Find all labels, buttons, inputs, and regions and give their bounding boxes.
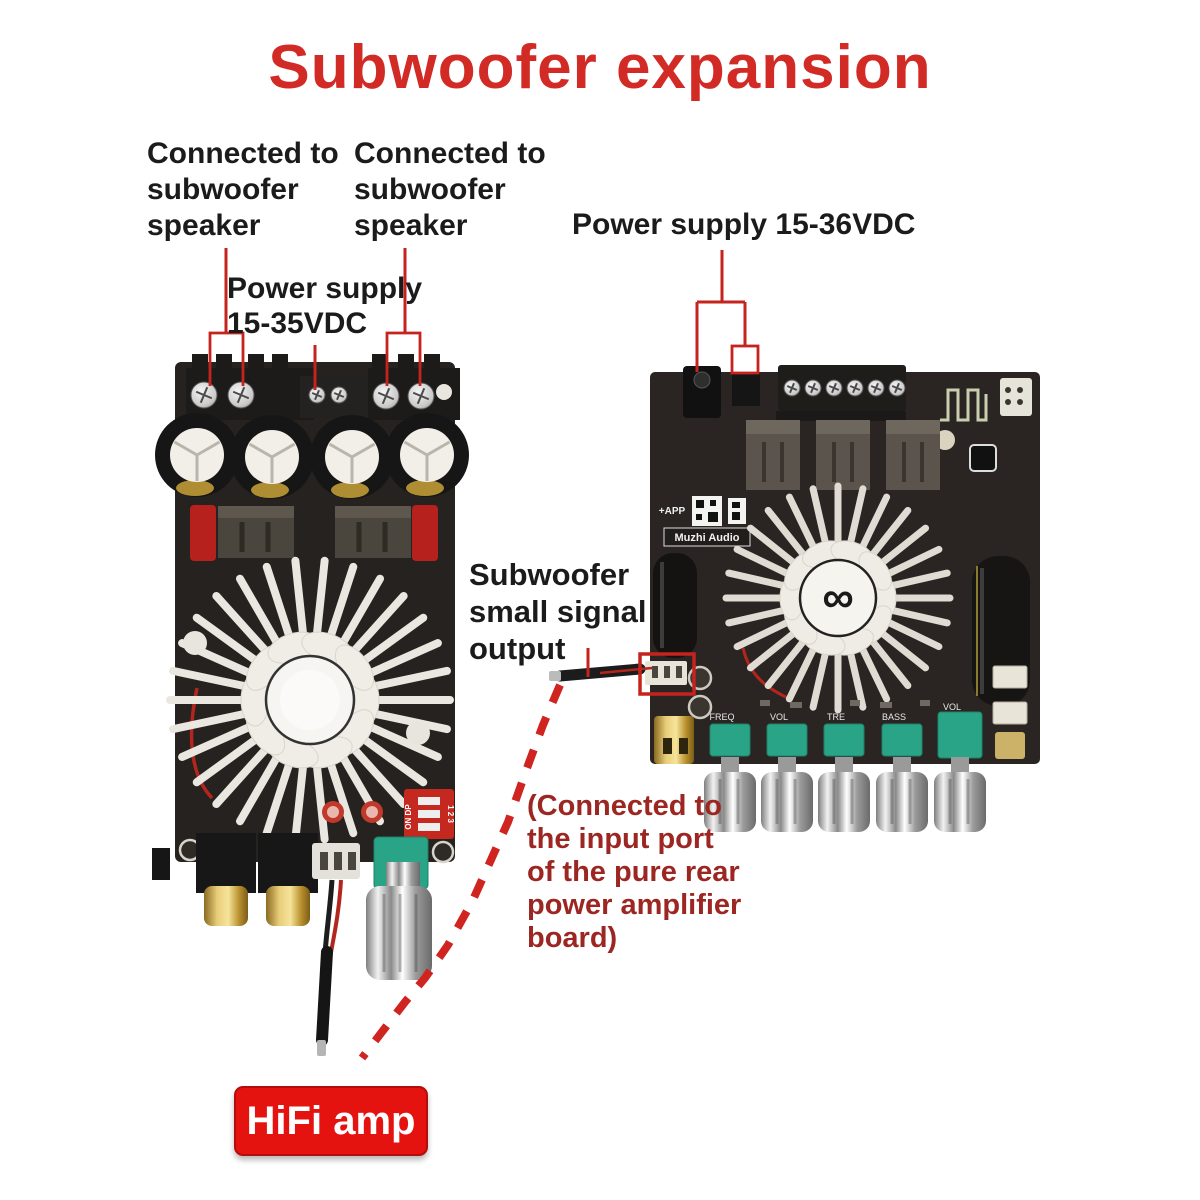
knob-label-bass: BASS bbox=[882, 712, 906, 722]
callout-power-left: Power supply 15-35VDC bbox=[227, 272, 423, 340]
callout-speaker-left: Connected to subwoofer speaker bbox=[147, 137, 339, 242]
filter-capacitors bbox=[155, 413, 469, 499]
top-connector bbox=[1000, 378, 1032, 416]
fan-hub bbox=[798, 558, 878, 638]
brand-silkscreen: Muzhi Audio bbox=[675, 532, 740, 544]
dip-switch: ON DP 1 2 3 bbox=[404, 789, 455, 839]
callout-connection-note: (Connected to the input port of the pure… bbox=[527, 790, 742, 954]
callout-subwoofer-output: Subwoofer small signal output bbox=[469, 557, 647, 666]
standoff bbox=[183, 631, 207, 655]
terminal-screws bbox=[190, 381, 435, 410]
side-connector bbox=[152, 848, 170, 880]
knob-label-freq: FREQ bbox=[709, 712, 734, 722]
dip-on-label: ON DP bbox=[404, 804, 413, 830]
rca-jack bbox=[266, 886, 310, 926]
rca-housing bbox=[258, 833, 318, 893]
sub-output-highlight-box bbox=[638, 652, 696, 696]
left-amp-board-photo: ON DP 1 2 3 bbox=[152, 354, 469, 1056]
power-pad bbox=[732, 372, 760, 406]
left-cooling-fan bbox=[240, 631, 380, 769]
right-cooling-fan bbox=[779, 540, 897, 656]
film-capacitor bbox=[412, 505, 438, 561]
power-right-terminal-box bbox=[730, 344, 760, 375]
mounting-hole bbox=[436, 384, 452, 400]
inductor bbox=[218, 506, 294, 558]
terminal-screws bbox=[783, 379, 906, 397]
knob-label-tre: TRE bbox=[827, 712, 845, 722]
dc-barrel-jack bbox=[683, 366, 721, 418]
mounting-hole bbox=[431, 840, 455, 864]
chrome-knobs bbox=[704, 757, 986, 832]
dip-numbers-label: 1 2 3 bbox=[446, 805, 455, 823]
pot-collar bbox=[386, 862, 420, 890]
right-amp-board-photo: +APP Muzhi Audio ∞ FREQ VOL TRE BASS VOL bbox=[549, 365, 1040, 832]
red-wire bbox=[741, 647, 793, 702]
connection-dashed-line bbox=[358, 683, 564, 1061]
bulk-capacitor bbox=[653, 553, 697, 658]
gold-component bbox=[995, 732, 1025, 759]
hifi-amp-badge: HiFi amp bbox=[234, 1086, 428, 1156]
app-silkscreen: +APP bbox=[659, 506, 686, 517]
callout-power-right: Power supply 15-36VDC bbox=[572, 208, 916, 241]
rca-housing bbox=[196, 833, 256, 893]
wire-tip bbox=[317, 1040, 326, 1056]
qr-code bbox=[692, 496, 746, 526]
page-title: Subwoofer expansion bbox=[268, 33, 932, 102]
bluetooth-antenna bbox=[940, 388, 988, 422]
mounting-hole bbox=[687, 694, 713, 720]
smd-components bbox=[760, 700, 930, 708]
knob-label-vol: VOL bbox=[770, 712, 788, 722]
output-inductors bbox=[746, 420, 940, 490]
film-capacitor bbox=[190, 505, 216, 561]
standoff bbox=[406, 721, 430, 745]
speaker-left-bracket bbox=[208, 331, 245, 386]
cable-tip bbox=[549, 671, 561, 681]
callout-speaker-right: Connected to subwoofer speaker bbox=[354, 137, 546, 242]
bluetooth-chip bbox=[969, 444, 997, 472]
tone-potentiometers bbox=[709, 711, 983, 759]
jst-connector bbox=[992, 665, 1028, 689]
power-right-pointer-lines bbox=[695, 250, 747, 372]
brand-box bbox=[663, 527, 751, 547]
inductor bbox=[335, 506, 411, 558]
jst-connector bbox=[992, 701, 1028, 725]
fan-hub-center bbox=[280, 670, 340, 730]
volume-knob bbox=[366, 886, 432, 980]
fan-logo: ∞ bbox=[822, 573, 853, 622]
heatshrink-sleeve bbox=[316, 946, 333, 1046]
annotation-lines bbox=[208, 248, 760, 1061]
knob-label-master-vol: VOL bbox=[943, 702, 961, 712]
speaker-right-bracket bbox=[385, 331, 422, 386]
rca-jack bbox=[204, 886, 248, 926]
